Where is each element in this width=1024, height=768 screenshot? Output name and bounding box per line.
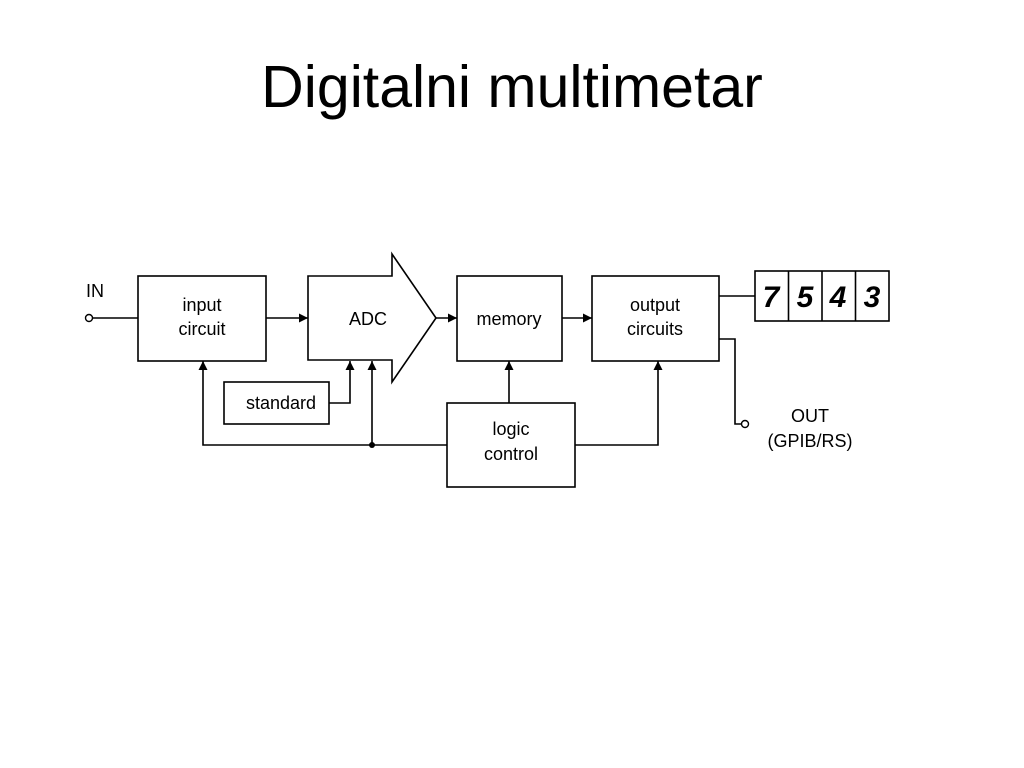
bus-junction-dot [369,442,375,448]
input-circuit-block [137,275,267,362]
display-digit-1: 7 [763,281,781,314]
memory-label: memory [476,309,541,329]
input-circuit-label-line2: circuit [178,319,225,339]
output-circuits-label-line1: output [630,295,680,315]
input-terminal [84,313,94,323]
logic-control-label-line1: logic [492,419,529,439]
output-terminal [740,419,750,429]
output-circuits-label-line2: circuits [627,319,683,339]
slide-title: Digitalni multimetar [261,54,763,120]
output-terminal-label-line2: (GPIB/RS) [767,431,852,451]
standard-block [223,381,330,425]
logic-control-label-line2: control [484,444,538,464]
output-circuits-block [591,275,720,362]
arrow-standard-to-adc [329,361,355,404]
standard-label: standard [246,393,316,413]
wire-logic-to-input-circuit [198,361,447,446]
wire-output-to-out-terminal [719,338,741,425]
display-digit-3: 4 [829,281,847,314]
wire-logic-to-output-circuits [575,361,663,446]
digit-display: 7 5 4 3 [754,270,890,322]
output-terminal-label-line1: OUT [791,406,829,426]
input-circuit-label-line1: input [182,295,221,315]
display-digit-2: 5 [797,281,815,314]
input-terminal-label: IN [86,281,104,301]
adc-label: ADC [349,309,387,329]
adc-block [307,251,437,385]
display-digit-4: 3 [864,281,881,314]
